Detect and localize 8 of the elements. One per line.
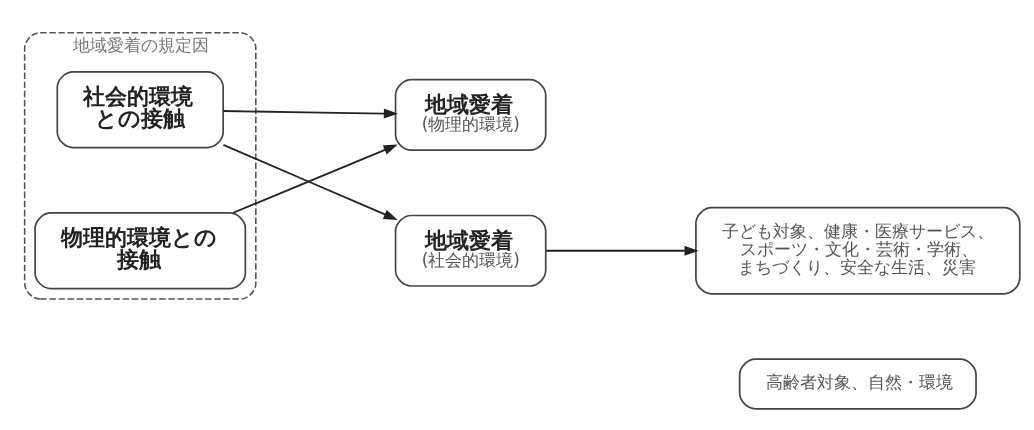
arrow — [545, 245, 699, 256]
node-box: 地域愛着 (社会的環境) — [394, 214, 547, 287]
node-box: 社会的環境との接触 — [56, 70, 224, 148]
arrow — [222, 108, 398, 119]
node-box: 子ども対象、健康・医療サービス、スポーツ・文化・芸術・学術、まちづくり、安全な生活、災害 — [695, 206, 1021, 295]
node-box: 地域愛着 (物理的環境) — [394, 78, 547, 151]
node-box: 高齢者対象、自然・環境 — [738, 357, 977, 410]
node-box: 物理的環境との接触 — [34, 211, 247, 289]
